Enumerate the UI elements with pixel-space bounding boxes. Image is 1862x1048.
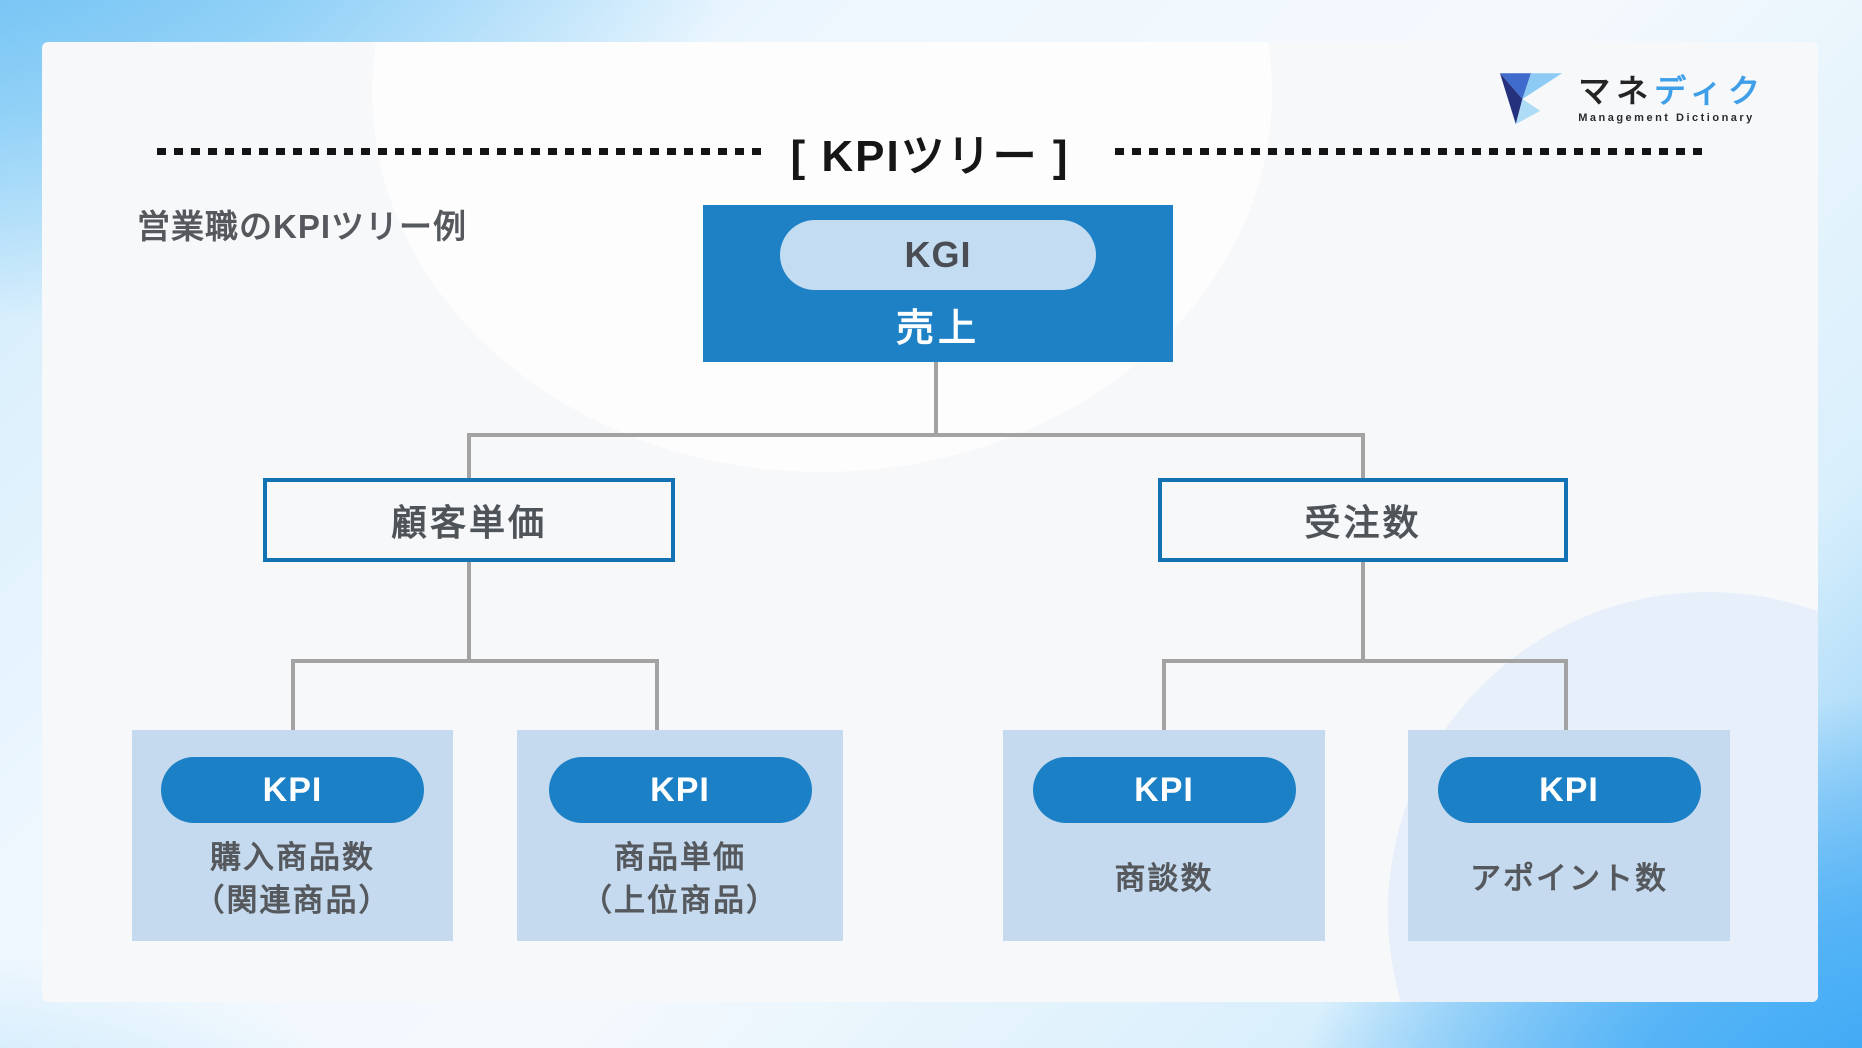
kgi-badge: KGI [780, 220, 1096, 290]
connector-right-stem [1361, 562, 1365, 661]
brand-logo: マネディク Management Dictionary [1498, 70, 1766, 128]
kpi-badge: KPI [1032, 757, 1296, 823]
connector-drop-kpi3 [1162, 659, 1166, 730]
kpi-label: 商談数 [1115, 823, 1214, 941]
kpi-label: 商品単価 （上位商品） [581, 823, 779, 941]
kpi-label-line1: 商談数 [1114, 861, 1214, 897]
connector-left-stem [467, 562, 471, 661]
level2-node-customer-unit-price: 顧客単価 [263, 478, 675, 562]
connector-drop-kpi4 [1564, 659, 1568, 730]
kpi-badge: KPI [161, 757, 424, 823]
title-dotted-line-left [157, 148, 763, 155]
connector-right-horizontal [1162, 659, 1568, 663]
logo-name-blue: ディク [1654, 72, 1766, 109]
kpi-label: 購入商品数 （関連商品） [194, 823, 392, 941]
level2-node-order-count: 受注数 [1158, 478, 1568, 562]
kpi-badge: KPI [1437, 757, 1701, 823]
connector-drop-kpi2 [655, 659, 659, 730]
kgi-label: 売上 [895, 308, 980, 350]
kpi-node-purchased-items: KPI 購入商品数 （関連商品） [132, 730, 453, 941]
logo-tagline: Management Dictionary [1578, 112, 1755, 125]
connector-drop-orders [1361, 433, 1365, 478]
logo-name: マネディク [1578, 72, 1766, 109]
connector-kgi-stem [934, 362, 938, 435]
kpi-label: アポイント数 [1470, 823, 1668, 941]
kpi-label-line1: 商品単価 [614, 839, 746, 875]
page-title: [ KPIツリー ] [790, 132, 1070, 181]
kpi-node-meetings: KPI 商談数 [1003, 730, 1325, 941]
logo-text: マネディク Management Dictionary [1578, 72, 1766, 125]
connector-level1-horizontal [467, 433, 1365, 437]
content-card: [ KPIツリー ] 営業職のKPIツリー例 マネディク Management … [42, 42, 1818, 1002]
connector-drop-kpi1 [291, 659, 295, 730]
kpi-node-item-unit-price: KPI 商品単価 （上位商品） [517, 730, 843, 941]
origami-square-logo-icon [1500, 73, 1563, 125]
kgi-node: KGI 売上 [703, 205, 1173, 362]
kpi-badge: KPI [548, 757, 812, 823]
connector-left-horizontal [291, 659, 659, 663]
logo-name-black: マネ [1578, 72, 1655, 109]
title-dotted-line-right [1115, 148, 1707, 155]
connector-drop-customer-price [467, 433, 471, 478]
kpi-label-line1: 購入商品数 [210, 839, 375, 875]
page-subtitle: 営業職のKPIツリー例 [137, 208, 468, 245]
kpi-node-appointments: KPI アポイント数 [1408, 730, 1730, 941]
kpi-label-line2: （上位商品） [581, 883, 779, 918]
kpi-label-line2: （関連商品） [193, 883, 392, 918]
kpi-label-line1: アポイント数 [1470, 861, 1668, 897]
